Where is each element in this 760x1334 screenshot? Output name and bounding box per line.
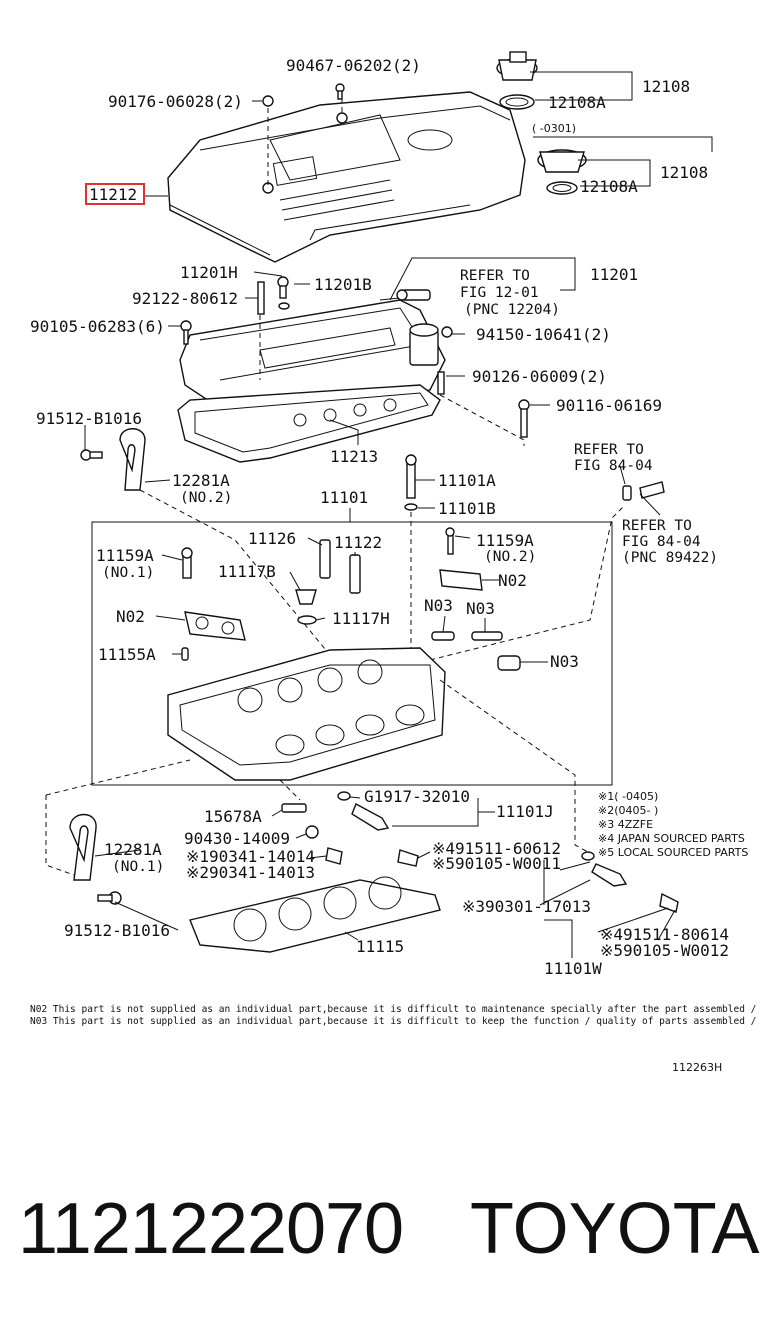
- cylinder-head-cover-gasket: [177, 384, 441, 463]
- label-note1: ※1( -0405): [598, 790, 658, 803]
- label-n03-c: N03: [550, 652, 579, 671]
- label-491511-a: ※491511-60612: [432, 839, 561, 858]
- oil-filler-cap-lower: [537, 149, 587, 195]
- label-94150: 94150-10641(2): [476, 325, 611, 344]
- label-refer1-a: REFER TO: [460, 268, 530, 284]
- label-90105-a: 90105-06283(6): [30, 317, 165, 336]
- note-n02: N02 This part is not supplied as an indi…: [30, 1004, 760, 1015]
- label-290341: ※290341-14013: [186, 863, 315, 882]
- label-91512-a: 91512-B1016: [36, 409, 142, 428]
- label-91512-b: 91512-B1016: [64, 921, 170, 940]
- label-12108-a: 12108: [642, 77, 690, 96]
- label-390301: ※390301-17013: [462, 897, 591, 916]
- label-refer3-c: (PNC 89422): [622, 550, 718, 566]
- label-no1-a: (NO.1): [102, 565, 154, 581]
- label-12108a-b: 12108A: [580, 177, 638, 196]
- label-190341: ※190341-14014: [186, 847, 315, 866]
- bolt-icon: [262, 83, 345, 107]
- label-refer1-b: FIG 12-01: [460, 285, 539, 301]
- label-92122: 92122-80612: [132, 289, 238, 308]
- label-11201b: 11201B: [314, 275, 372, 294]
- label-note2: ※2(0405- ): [598, 804, 658, 817]
- label-90116: 90116-06169: [556, 396, 662, 415]
- camshaft-bearing-cap-icon: [181, 527, 483, 661]
- label-n02-a: N02: [498, 571, 527, 590]
- label-11117b: 11117B: [218, 562, 276, 581]
- label-90176: 90176-06028(2): [108, 92, 243, 111]
- note-n03: N03 This part is not supplied as an indi…: [30, 1016, 760, 1027]
- temperature-sensor-icon: [281, 481, 679, 913]
- label-11117h: 11117H: [332, 609, 390, 628]
- label-note3: ※3 4ZZFE: [598, 818, 653, 831]
- label-590105-a: ※590105-W0011: [432, 854, 561, 873]
- label-11159a-a: 11159A: [476, 531, 534, 550]
- pcv-valve-icon: [396, 289, 431, 301]
- label-g1917: G1917-32010: [364, 787, 470, 806]
- label-11126: 11126: [248, 529, 296, 548]
- label-11101a: 11101A: [438, 471, 496, 490]
- label-n03-b: N03: [466, 599, 495, 618]
- label-11122: 11122: [334, 533, 382, 552]
- label-refer1-c: (PNC 12204): [464, 302, 560, 318]
- label-refer2-a: REFER TO: [574, 442, 644, 458]
- label-no2-b: (NO.2): [484, 549, 536, 565]
- label-12281a-b: 12281A: [104, 840, 162, 859]
- label-90126: 90126-06009(2): [472, 367, 607, 386]
- label-n03-a: N03: [424, 596, 453, 615]
- oil-filler-cap-upper: [496, 51, 538, 110]
- label-11101w: 11101W: [544, 959, 602, 978]
- label-15678a: 15678A: [204, 807, 262, 826]
- label-90430: 90430-14009: [184, 829, 290, 848]
- label-11201: 11201: [590, 265, 638, 284]
- valve-guide-bushing-icon: [295, 539, 361, 625]
- label-note5: ※5 LOCAL SOURCED PARTS: [598, 846, 748, 859]
- label-no1-b: (NO.1): [112, 859, 164, 875]
- label-12108-b: 12108: [660, 163, 708, 182]
- engine-hanger-no1: [69, 813, 122, 905]
- highlight-box: [85, 183, 145, 205]
- cylinder-head: [167, 647, 446, 781]
- label-11115: 11115: [356, 937, 404, 956]
- label-refer3-b: FIG 84-04: [622, 534, 701, 550]
- label-11101: 11101: [320, 488, 368, 507]
- cylinder-head-gasket: [189, 876, 441, 953]
- label-n02-b: N02: [116, 607, 145, 626]
- label-11101b: 11101B: [438, 499, 496, 518]
- label-no2-a: (NO.2): [180, 490, 232, 506]
- label-0301: ( -0301): [532, 122, 576, 135]
- label-11201h: 11201H: [180, 263, 238, 282]
- label-11101j: 11101J: [496, 802, 554, 821]
- figure-code: 112263H: [672, 1061, 722, 1074]
- label-90467: 90467-06202(2): [286, 56, 421, 75]
- part-number: 1121222070: [18, 1189, 404, 1269]
- brand-name: TOYOTA: [470, 1189, 760, 1269]
- stud-bolt-icon: [180, 276, 530, 438]
- label-12108a-a: 12108A: [548, 93, 606, 112]
- label-11159a-b: 11159A: [96, 546, 154, 565]
- label-refer3-a: REFER TO: [622, 518, 692, 534]
- label-11212: 11212: [89, 185, 137, 204]
- label-491511-b: ※491511-80614: [600, 925, 729, 944]
- label-refer2-b: FIG 84-04: [574, 458, 653, 474]
- label-11155a: 11155A: [98, 645, 156, 664]
- engine-hanger-no2: [80, 428, 146, 491]
- label-590105-b: ※590105-W0012: [600, 941, 729, 960]
- label-11213: 11213: [330, 447, 378, 466]
- dowel-pin-icon: [431, 631, 521, 671]
- label-note4: ※4 JAPAN SOURCED PARTS: [598, 832, 745, 845]
- engine-cover: [167, 91, 526, 263]
- label-12281a-a: 12281A: [172, 471, 230, 490]
